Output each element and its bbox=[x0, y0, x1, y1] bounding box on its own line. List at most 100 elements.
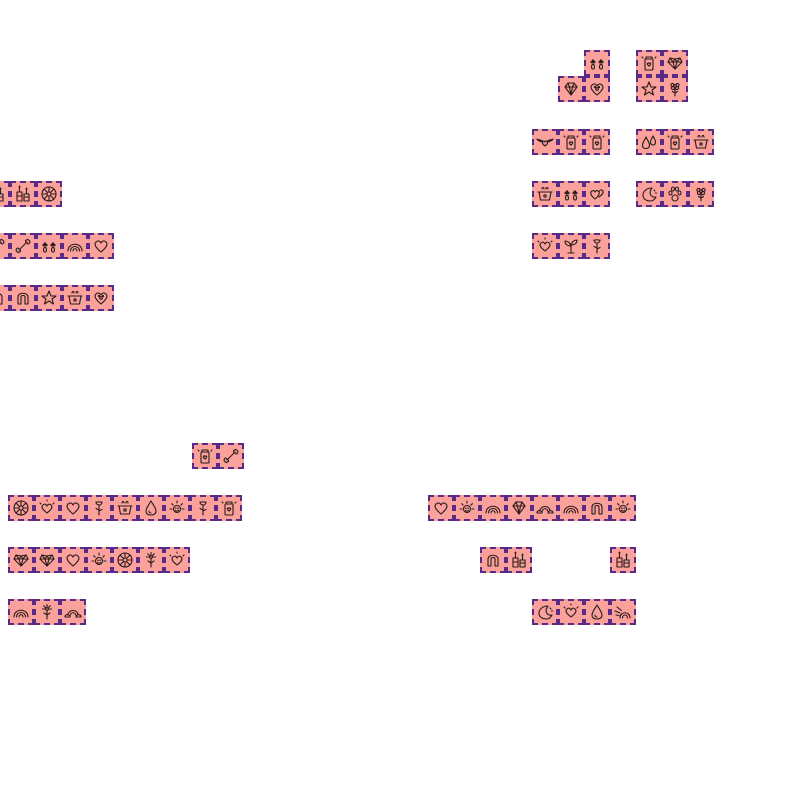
empty-slot bbox=[86, 521, 112, 547]
tile-jar[interactable] bbox=[558, 129, 584, 155]
tile-sparkle-heart[interactable] bbox=[34, 495, 60, 521]
tile-row bbox=[0, 207, 114, 233]
tile-rainbow[interactable] bbox=[62, 233, 88, 259]
empty-slot bbox=[662, 155, 688, 181]
empty-slot bbox=[88, 207, 114, 233]
tile-daisy[interactable] bbox=[8, 495, 34, 521]
tile-sparkle-heart[interactable] bbox=[532, 233, 558, 259]
tile-flower[interactable] bbox=[662, 76, 688, 102]
tile-rose[interactable] bbox=[86, 495, 112, 521]
tile-row bbox=[0, 181, 114, 207]
tile-star[interactable] bbox=[636, 76, 662, 102]
tile-bone[interactable] bbox=[0, 233, 10, 259]
tile-jar[interactable] bbox=[584, 129, 610, 155]
tile-candles[interactable] bbox=[610, 547, 636, 573]
tile-horseshoe[interactable] bbox=[584, 495, 610, 521]
tile-candles[interactable] bbox=[506, 547, 532, 573]
tile-sun[interactable] bbox=[86, 547, 112, 573]
paws-icon bbox=[564, 190, 578, 201]
tile-gem-heart[interactable] bbox=[662, 50, 688, 76]
empty-slot bbox=[112, 521, 138, 547]
tile-horseshoe[interactable] bbox=[480, 547, 506, 573]
tile-diamond[interactable] bbox=[558, 76, 584, 102]
tile-rose[interactable] bbox=[584, 233, 610, 259]
sparkle-heart-icon bbox=[39, 499, 55, 514]
tile-jar[interactable] bbox=[216, 495, 242, 521]
tile-cloud-rainbow[interactable] bbox=[60, 599, 86, 625]
tile-moon[interactable] bbox=[532, 599, 558, 625]
empty-slot bbox=[86, 599, 112, 625]
tile-gem-heart[interactable] bbox=[34, 547, 60, 573]
empty-slot bbox=[584, 207, 610, 233]
heart-icon bbox=[66, 554, 80, 567]
tile-sparkle-heart[interactable] bbox=[164, 547, 190, 573]
empty-slot bbox=[138, 573, 164, 599]
tile-bone[interactable] bbox=[218, 443, 244, 469]
tile-daisy[interactable] bbox=[36, 181, 62, 207]
tile-paws[interactable] bbox=[558, 181, 584, 207]
tile-jar[interactable] bbox=[192, 443, 218, 469]
tile-gem-heart[interactable] bbox=[8, 547, 34, 573]
tile-diamond[interactable] bbox=[506, 495, 532, 521]
tile-rose[interactable] bbox=[190, 495, 216, 521]
tile-moon[interactable] bbox=[636, 181, 662, 207]
tile-group-bottom-right-c bbox=[610, 547, 636, 573]
tile-horseshoe[interactable] bbox=[10, 285, 36, 311]
tile-drops[interactable] bbox=[636, 129, 662, 155]
candles-icon bbox=[0, 187, 4, 202]
tile-candles[interactable] bbox=[0, 181, 10, 207]
tile-drop[interactable] bbox=[584, 599, 610, 625]
tile-pot[interactable] bbox=[62, 285, 88, 311]
tile-heart[interactable] bbox=[88, 233, 114, 259]
tile-paws[interactable] bbox=[36, 233, 62, 259]
tile-cloud-rainbow[interactable] bbox=[532, 495, 558, 521]
heart-icon bbox=[94, 240, 108, 253]
tile-sparkle-heart[interactable] bbox=[558, 599, 584, 625]
tile-jar[interactable] bbox=[662, 129, 688, 155]
tile-sun[interactable] bbox=[454, 495, 480, 521]
sparkle-heart-icon bbox=[169, 551, 185, 566]
empty-slot bbox=[60, 573, 86, 599]
tile-row bbox=[532, 207, 610, 233]
tile-sun[interactable] bbox=[164, 495, 190, 521]
tile-paws[interactable] bbox=[584, 50, 610, 76]
tile-jar[interactable] bbox=[636, 50, 662, 76]
tile-heart[interactable] bbox=[428, 495, 454, 521]
tile-sun[interactable] bbox=[610, 495, 636, 521]
tile-horseshoe[interactable] bbox=[0, 285, 10, 311]
empty-slot bbox=[138, 599, 164, 625]
tile-star[interactable] bbox=[36, 285, 62, 311]
tile-bone[interactable] bbox=[10, 233, 36, 259]
tile-heart-paw[interactable] bbox=[88, 285, 114, 311]
tile-daisy[interactable] bbox=[112, 547, 138, 573]
tile-pot[interactable] bbox=[532, 181, 558, 207]
tile-heart[interactable] bbox=[60, 495, 86, 521]
tile-sparkle-flower[interactable] bbox=[138, 547, 164, 573]
tile-heart[interactable] bbox=[60, 547, 86, 573]
tile-row bbox=[636, 50, 688, 76]
tile-row bbox=[636, 181, 714, 207]
flower-icon bbox=[696, 187, 706, 202]
sun-icon bbox=[615, 500, 631, 514]
tile-rainbow[interactable] bbox=[480, 495, 506, 521]
tile-rainbow[interactable] bbox=[558, 495, 584, 521]
tile-shooting-rainbow[interactable] bbox=[610, 599, 636, 625]
tile-candles[interactable] bbox=[10, 181, 36, 207]
tile-double-heart[interactable] bbox=[584, 181, 610, 207]
tile-flower[interactable] bbox=[688, 181, 714, 207]
moon-icon bbox=[642, 187, 658, 202]
tile-sparkle-flower[interactable] bbox=[34, 599, 60, 625]
sparkle-heart-icon bbox=[563, 603, 579, 618]
tile-drop[interactable] bbox=[138, 495, 164, 521]
tile-row bbox=[636, 76, 688, 102]
tile-sprout[interactable] bbox=[558, 233, 584, 259]
tile-rainbow[interactable] bbox=[8, 599, 34, 625]
tile-row bbox=[610, 547, 636, 573]
gem-heart-icon bbox=[667, 57, 683, 70]
tile-pot[interactable] bbox=[688, 129, 714, 155]
tile-pot[interactable] bbox=[112, 495, 138, 521]
tile-heart-paw[interactable] bbox=[584, 76, 610, 102]
empty-slot bbox=[138, 521, 164, 547]
tile-paw[interactable] bbox=[662, 181, 688, 207]
tile-winged-heart[interactable] bbox=[532, 129, 558, 155]
